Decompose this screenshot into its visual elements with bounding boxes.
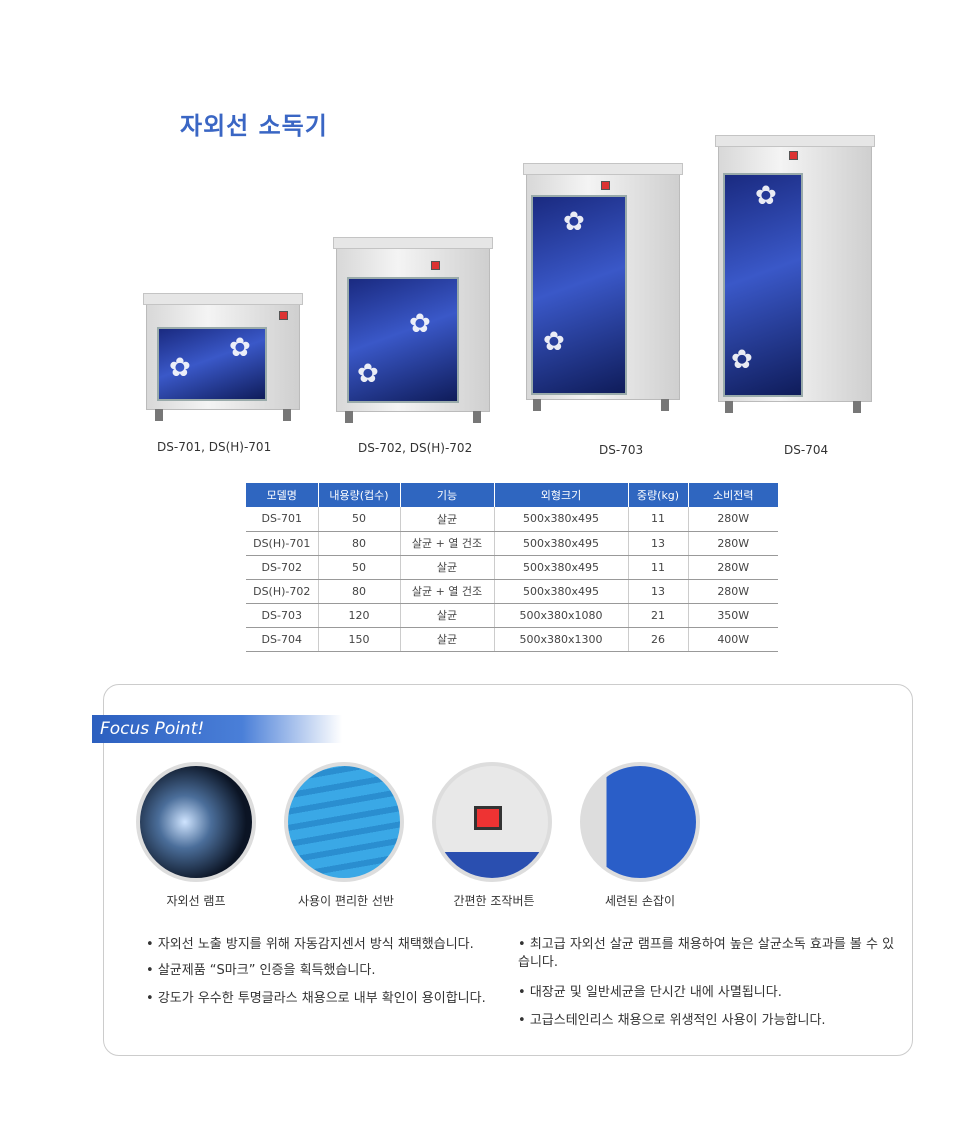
table-cell: 500x380x495 xyxy=(493,507,628,532)
table-cell: 150 xyxy=(317,627,400,652)
table-cell: 500x380x1300 xyxy=(493,627,628,652)
feature-bullet: • 강도가 우수한 투명글라스 채용으로 내부 확인이 용이합니다. xyxy=(146,991,486,1006)
feature-bullet: • 고급스테인리스 채용으로 위생적인 사용이 가능합니다. xyxy=(518,1013,826,1028)
table-cell: 살균 + 열 건조 xyxy=(399,531,494,556)
feature-caption: 자외선 램프 xyxy=(166,894,226,908)
col-header: 기능 xyxy=(399,483,494,507)
col-header: 중량(kg) xyxy=(627,483,688,507)
table-cell: 500x380x495 xyxy=(493,579,628,604)
feature-bullet: • 대장균 및 일반세균을 단시간 내에 사멸됩니다. xyxy=(518,985,782,1000)
page-title: 자외선 소독기 xyxy=(180,112,328,140)
col-header: 소비전력 xyxy=(687,483,778,507)
table-cell: 13 xyxy=(627,579,688,604)
col-header: 모델명 xyxy=(246,483,318,507)
focus-heading: Focus Point! xyxy=(92,715,342,743)
table-cell: 살균 xyxy=(399,627,494,652)
product-label: DS-704 xyxy=(784,443,829,457)
table-cell: 280W xyxy=(687,579,778,604)
table-cell: 350W xyxy=(687,603,778,628)
product-label: DS-701, DS(H)-701 xyxy=(157,440,272,454)
feature-caption: 간편한 조작버튼 xyxy=(453,894,535,908)
handle-image xyxy=(580,762,700,882)
table-cell: 280W xyxy=(687,555,778,580)
table-cell: 살균 xyxy=(399,507,494,532)
focus-panel xyxy=(103,684,913,1056)
product-image-ds-701: ✿✿ xyxy=(143,293,303,421)
feature-bullet: • 자외선 노출 방지를 위해 자동감지센서 방식 채택했습니다. xyxy=(146,937,474,952)
table-cell: 13 xyxy=(627,531,688,556)
col-header: 외형크기 xyxy=(493,483,628,507)
table-cell: 120 xyxy=(317,603,400,628)
uv-lamp-image xyxy=(136,762,256,882)
product-label: DS-703 xyxy=(599,443,644,457)
table-cell: DS-703 xyxy=(246,603,318,628)
table-cell: 50 xyxy=(317,507,400,532)
table-cell: 400W xyxy=(687,627,778,652)
table-cell: 11 xyxy=(627,555,688,580)
table-cell: 500x380x495 xyxy=(493,531,628,556)
shelf-image xyxy=(284,762,404,882)
table-cell: DS(H)-702 xyxy=(246,579,318,604)
table-cell: 살균 xyxy=(399,555,494,580)
product-image-ds-703: ✿✿ xyxy=(523,163,683,411)
table-cell: 500x380x1080 xyxy=(493,603,628,628)
col-header: 내용량(컵수) xyxy=(317,483,400,507)
product-image-ds-704: ✿✿ xyxy=(715,135,875,413)
table-cell: 21 xyxy=(627,603,688,628)
table-cell: DS(H)-701 xyxy=(246,531,318,556)
table-cell: 26 xyxy=(627,627,688,652)
product-image-ds-702: ✿✿ xyxy=(333,237,493,423)
table-cell: DS-701 xyxy=(246,507,318,532)
table-cell: 살균 xyxy=(399,603,494,628)
table-cell: DS-702 xyxy=(246,555,318,580)
table-cell: 50 xyxy=(317,555,400,580)
table-cell: 280W xyxy=(687,507,778,532)
feature-caption: 세련된 손잡이 xyxy=(604,894,676,908)
feature-caption: 사용이 편리한 선반 xyxy=(298,894,394,908)
control-button-image xyxy=(432,762,552,882)
table-cell: 280W xyxy=(687,531,778,556)
table-cell: DS-704 xyxy=(246,627,318,652)
table-cell: 80 xyxy=(317,531,400,556)
table-cell: 500x380x495 xyxy=(493,555,628,580)
product-label: DS-702, DS(H)-702 xyxy=(358,441,473,455)
feature-bullet: • 최고급 자외선 살균 램프를 채용하여 높은 살균소독 효과를 볼 수 있습… xyxy=(518,937,895,970)
feature-bullet: • 살균제품 “S마크” 인증을 획득했습니다. xyxy=(146,963,376,978)
table-cell: 11 xyxy=(627,507,688,532)
table-cell: 살균 + 열 건조 xyxy=(399,579,494,604)
table-cell: 80 xyxy=(317,579,400,604)
